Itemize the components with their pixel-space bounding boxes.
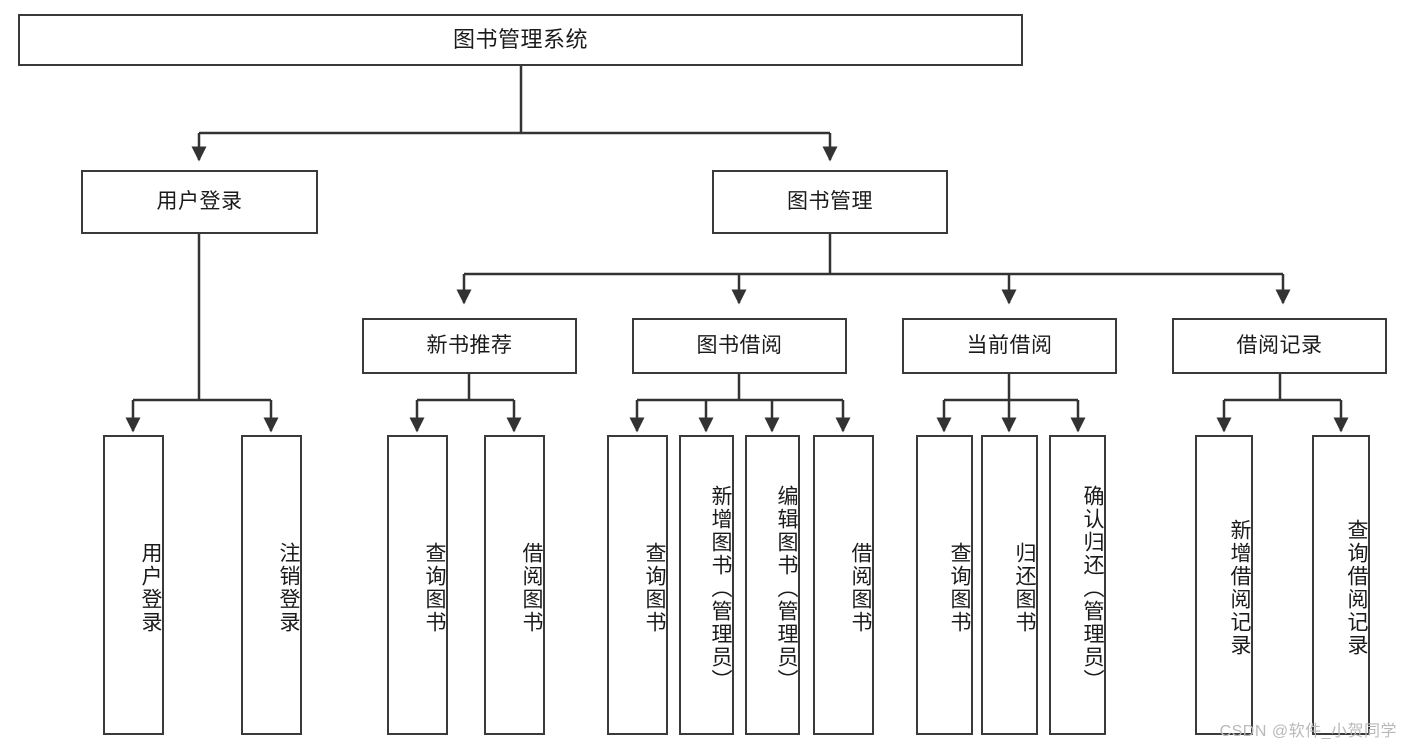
leaf-add-borrow-record[interactable]: 新增借阅记录: [1195, 435, 1253, 735]
leaf-user-login[interactable]: 用户登录: [103, 435, 164, 735]
leaf-return-book[interactable]: 归还图书: [981, 435, 1038, 735]
watermark-text: CSDN @软件_小贺同学: [1219, 723, 1397, 740]
leaf-query-borrow-record[interactable]: 查询借阅记录: [1312, 435, 1370, 735]
leaf-borrow-book-recommend[interactable]: 借阅图书: [484, 435, 545, 735]
node-user-login[interactable]: 用户登录: [81, 170, 318, 234]
node-book-management[interactable]: 图书管理: [712, 170, 948, 234]
leaf-query-book-current[interactable]: 查询图书: [916, 435, 973, 735]
node-book-borrow[interactable]: 图书借阅: [632, 318, 847, 374]
leaf-query-book-borrow[interactable]: 查询图书: [607, 435, 668, 735]
leaf-user-logout[interactable]: 注销登录: [241, 435, 302, 735]
leaf-edit-book-admin[interactable]: 编辑图书（管理员）: [745, 435, 800, 735]
node-new-book-recommend[interactable]: 新书推荐: [362, 318, 577, 374]
node-current-borrow[interactable]: 当前借阅: [902, 318, 1117, 374]
leaf-query-book-recommend[interactable]: 查询图书: [387, 435, 448, 735]
leaf-add-book-admin[interactable]: 新增图书（管理员）: [679, 435, 734, 735]
node-borrow-record[interactable]: 借阅记录: [1172, 318, 1387, 374]
leaf-confirm-return-admin[interactable]: 确认归还（管理员）: [1049, 435, 1106, 735]
leaf-borrow-book[interactable]: 借阅图书: [813, 435, 874, 735]
node-root-system[interactable]: 图书管理系统: [18, 14, 1023, 66]
